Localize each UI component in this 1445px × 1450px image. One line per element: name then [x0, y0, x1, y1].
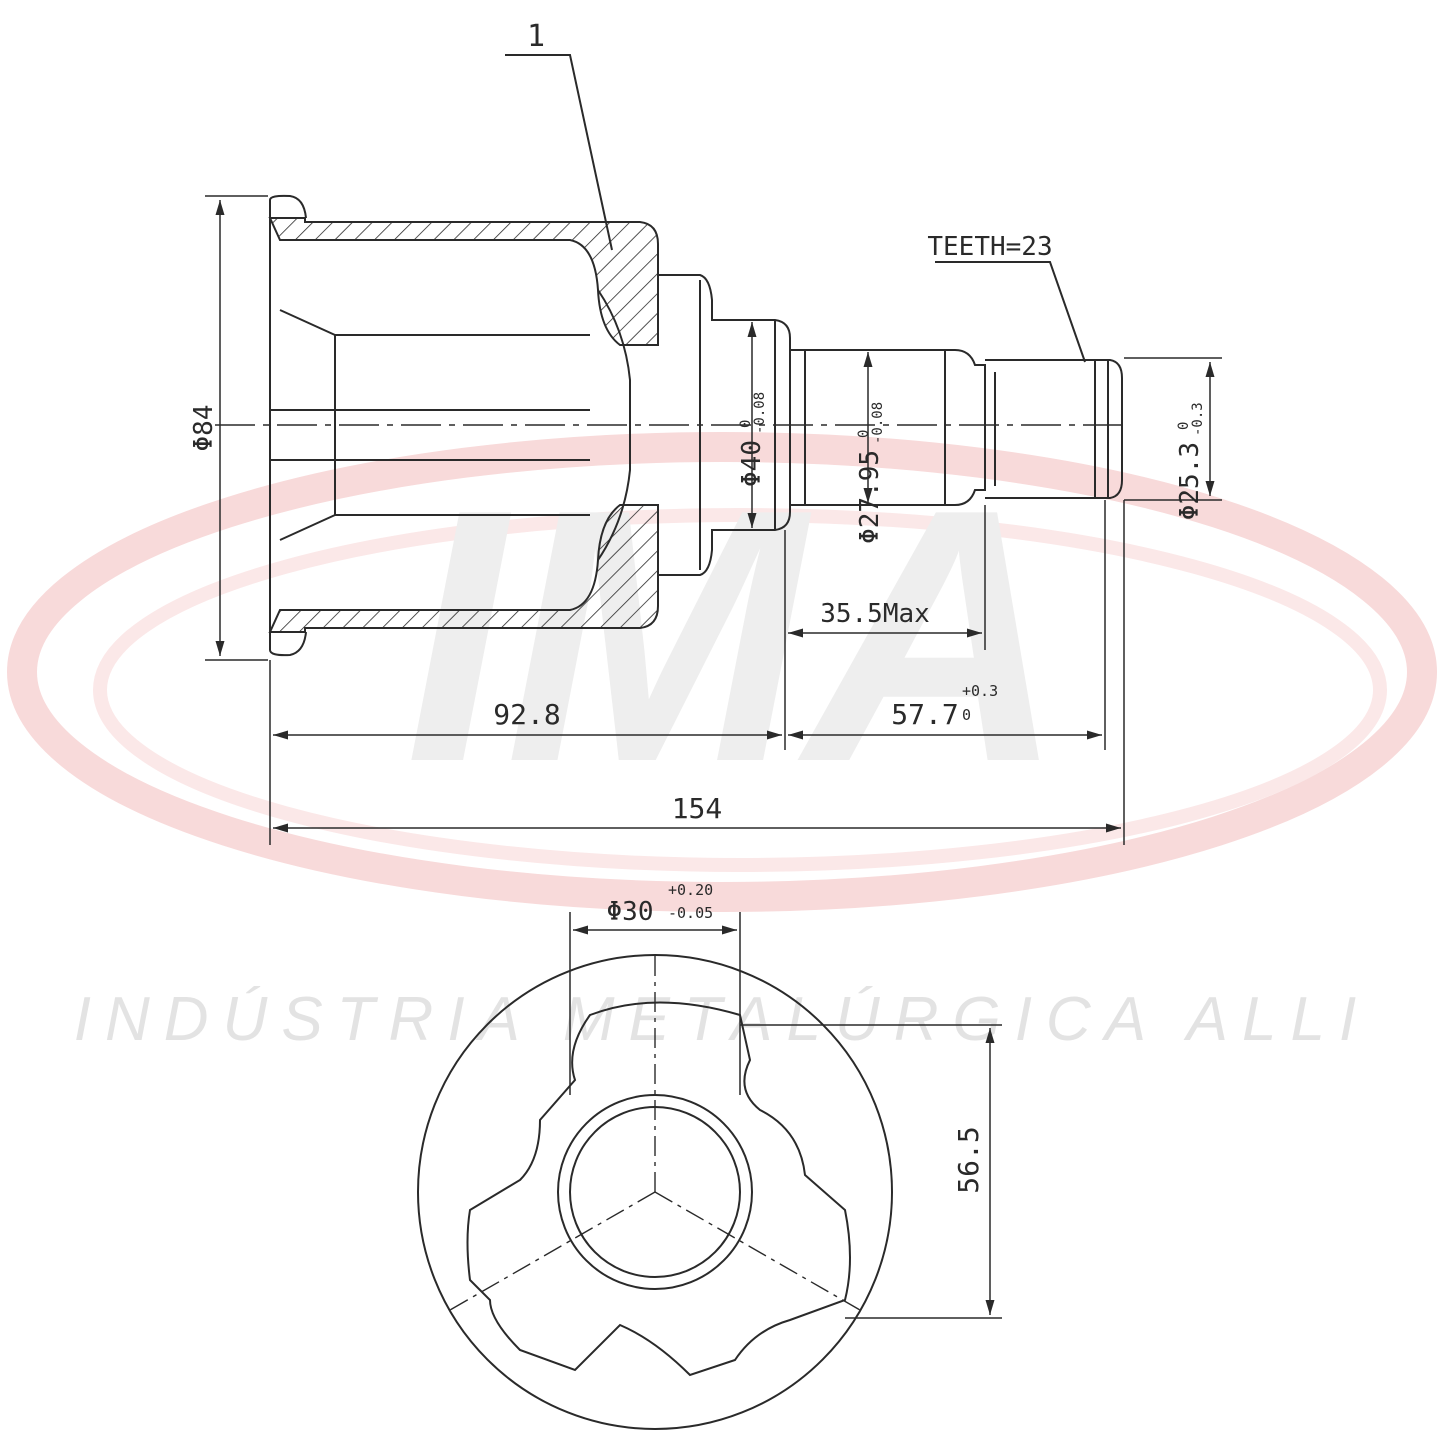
watermark-logo: IMA [405, 435, 1065, 837]
part-callout: 1 [527, 19, 545, 54]
label-spline: Φ25.3 0 -0.3 [1175, 402, 1206, 520]
teeth-leader [935, 261, 1086, 363]
label-neck-tol-upper: 0 [738, 420, 754, 428]
shaft [790, 349, 986, 506]
neck [658, 274, 791, 576]
label-neck: Φ40 0 -0.08 [737, 392, 768, 487]
label-outer-diameter: Φ84 [189, 405, 219, 452]
watermark-tagline: INDÚSTRIA METALÚRGICA ALLI [74, 985, 1370, 1054]
label-shaft-max: 35.5Max [820, 599, 930, 629]
label-spline-diameter: Φ25.3 [1175, 442, 1205, 520]
label-spline-tol-upper: 0 [1176, 422, 1192, 430]
label-bore-tol-upper: +0.20 [668, 881, 713, 899]
part-callout-leader [505, 54, 613, 251]
end-view-outer-circle [417, 954, 893, 1430]
label-spline-tol-lower: -0.3 [1190, 402, 1206, 436]
housing-inner-curve [597, 289, 631, 561]
side-view [205, 54, 1222, 845]
label-stem-tol-upper: +0.3 [962, 682, 998, 700]
label-stem-length: 57.7 [891, 698, 958, 731]
label-track-height: 56.5 [952, 1126, 985, 1193]
tripod-tracks [466, 1001, 851, 1377]
watermark-ring-inner [93, 508, 1387, 872]
label-shaft: Φ27.95 0 -0.08 [855, 402, 886, 544]
teeth-note: TEETH=23 [927, 232, 1052, 262]
label-neck-tol-lower: -0.08 [752, 392, 768, 434]
end-view [417, 912, 1002, 1430]
label-bore-diameter: Φ30 [607, 897, 654, 927]
label-bore-tol-lower: -0.05 [668, 904, 713, 922]
housing-bowl [269, 240, 590, 610]
housing-upper-wall [268, 217, 659, 346]
watermark-ring-outer [7, 432, 1437, 912]
label-stem-tol-lower: 0 [962, 706, 971, 724]
label-body-length: 92.8 [493, 698, 560, 731]
watermark: IMA INDÚSTRIA METALÚRGICA ALLI [7, 432, 1437, 1054]
end-view-labels: Φ30 +0.20 -0.05 56.5 [607, 881, 985, 1194]
label-neck-diameter: Φ40 [737, 440, 767, 487]
bore-outer [557, 1094, 753, 1290]
label-shaft-diameter: Φ27.95 [855, 450, 885, 544]
label-shaft-tol-lower: -0.08 [870, 402, 886, 444]
side-view-labels: 1 TEETH=23 Φ84 Φ40 0 -0.08 Φ27.95 0 -0.0… [189, 19, 1206, 825]
label-total-length: 154 [672, 792, 723, 825]
spline [985, 359, 1123, 499]
label-shaft-tol-upper: 0 [856, 430, 872, 438]
